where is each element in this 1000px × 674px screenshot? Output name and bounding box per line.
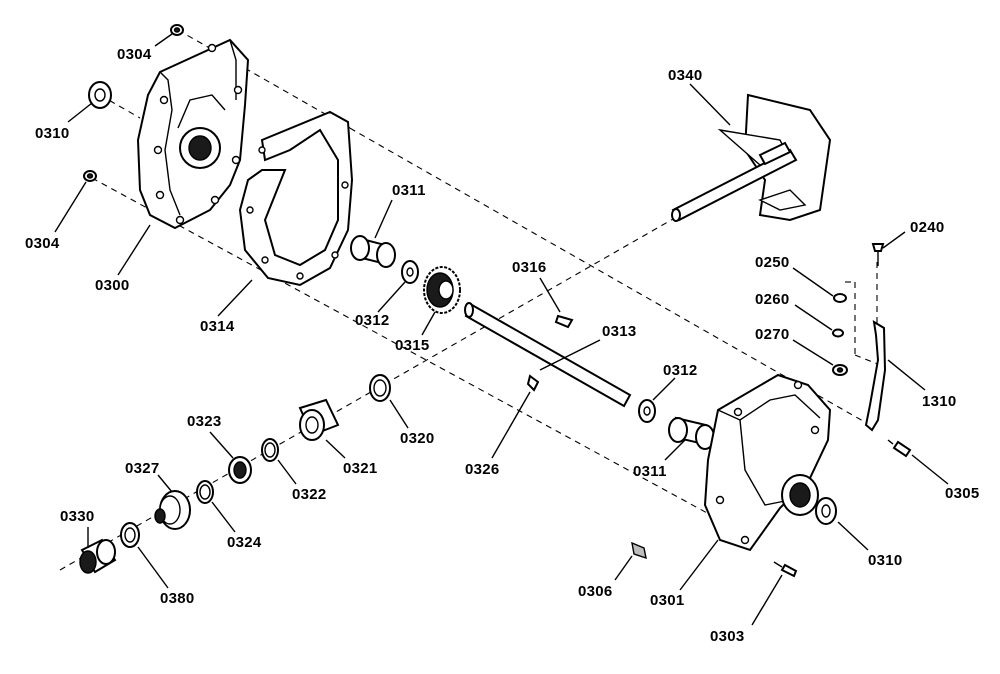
bearing-0310-right xyxy=(815,497,837,525)
screw-0303 xyxy=(773,561,798,578)
label-0324: 0324 xyxy=(227,534,262,551)
label-0260: 0260 xyxy=(755,291,790,308)
impeller-0340 xyxy=(671,93,832,222)
label-0326: 0326 xyxy=(465,461,500,478)
bolt-0240 xyxy=(871,243,885,266)
label-0330: 0330 xyxy=(60,508,95,525)
nut-0304-top xyxy=(170,24,184,36)
lockwasher-0260 xyxy=(832,328,844,338)
spacer-0320 xyxy=(369,374,391,402)
nut-0304-lower xyxy=(83,170,97,182)
washer-0312-left xyxy=(401,260,419,284)
label-0315: 0315 xyxy=(395,337,430,354)
label-0316: 0316 xyxy=(512,259,547,276)
bracket-1310 xyxy=(864,320,887,432)
label-0301: 0301 xyxy=(650,592,685,609)
key-0326 xyxy=(526,374,540,392)
label-0312-left: 0312 xyxy=(355,312,390,329)
label-0320: 0320 xyxy=(400,430,435,447)
shaft-0313 xyxy=(464,302,632,408)
label-0250: 0250 xyxy=(755,254,790,271)
bushing-0321 xyxy=(298,398,340,441)
label-0311-right: 0311 xyxy=(633,463,667,480)
bearing-0323 xyxy=(228,456,252,484)
nut-0270 xyxy=(832,364,848,376)
gear-case-half-left xyxy=(136,38,250,230)
label-0340: 0340 xyxy=(668,67,703,84)
label-0306: 0306 xyxy=(578,583,613,600)
gear-0315 xyxy=(423,266,461,314)
label-0303: 0303 xyxy=(710,628,745,645)
washer-0250 xyxy=(833,293,847,303)
label-0313: 0313 xyxy=(602,323,637,340)
label-0310-left: 0310 xyxy=(35,125,70,142)
washer-0312-right xyxy=(638,399,656,423)
part-labels: 0304 0310 0304 0300 0314 0311 0312 0315 … xyxy=(25,46,980,645)
label-0321: 0321 xyxy=(343,460,378,477)
bushing-0311-left xyxy=(350,235,396,268)
label-1310: 1310 xyxy=(922,393,957,410)
washer-0324 xyxy=(196,480,214,504)
bushing-0330 xyxy=(79,538,117,574)
label-0312-right: 0312 xyxy=(663,362,698,379)
label-0240: 0240 xyxy=(910,219,945,236)
washer-0322 xyxy=(261,438,279,462)
label-0304-lower: 0304 xyxy=(25,235,60,252)
gear-case-half-right xyxy=(703,373,832,552)
worm-gear-0327 xyxy=(154,490,191,530)
bearing-0310-left xyxy=(88,81,112,109)
label-0304-top: 0304 xyxy=(117,46,152,63)
washer-0380 xyxy=(120,522,140,548)
label-0270: 0270 xyxy=(755,326,790,343)
gasket xyxy=(238,110,354,287)
label-0327: 0327 xyxy=(125,460,160,477)
bushing-0311-right xyxy=(668,416,715,450)
leader-lines xyxy=(54,33,949,626)
fitting-0306 xyxy=(631,541,647,560)
label-0322: 0322 xyxy=(292,486,327,503)
label-0380: 0380 xyxy=(160,590,195,607)
label-0310-right: 0310 xyxy=(868,552,903,569)
label-0305: 0305 xyxy=(945,485,980,502)
screw-0305 xyxy=(887,439,912,458)
label-0311-left: 0311 xyxy=(392,182,426,199)
label-0300: 0300 xyxy=(95,277,130,294)
key-0316 xyxy=(554,314,574,329)
label-0314: 0314 xyxy=(200,318,235,335)
label-0323: 0323 xyxy=(187,413,222,430)
